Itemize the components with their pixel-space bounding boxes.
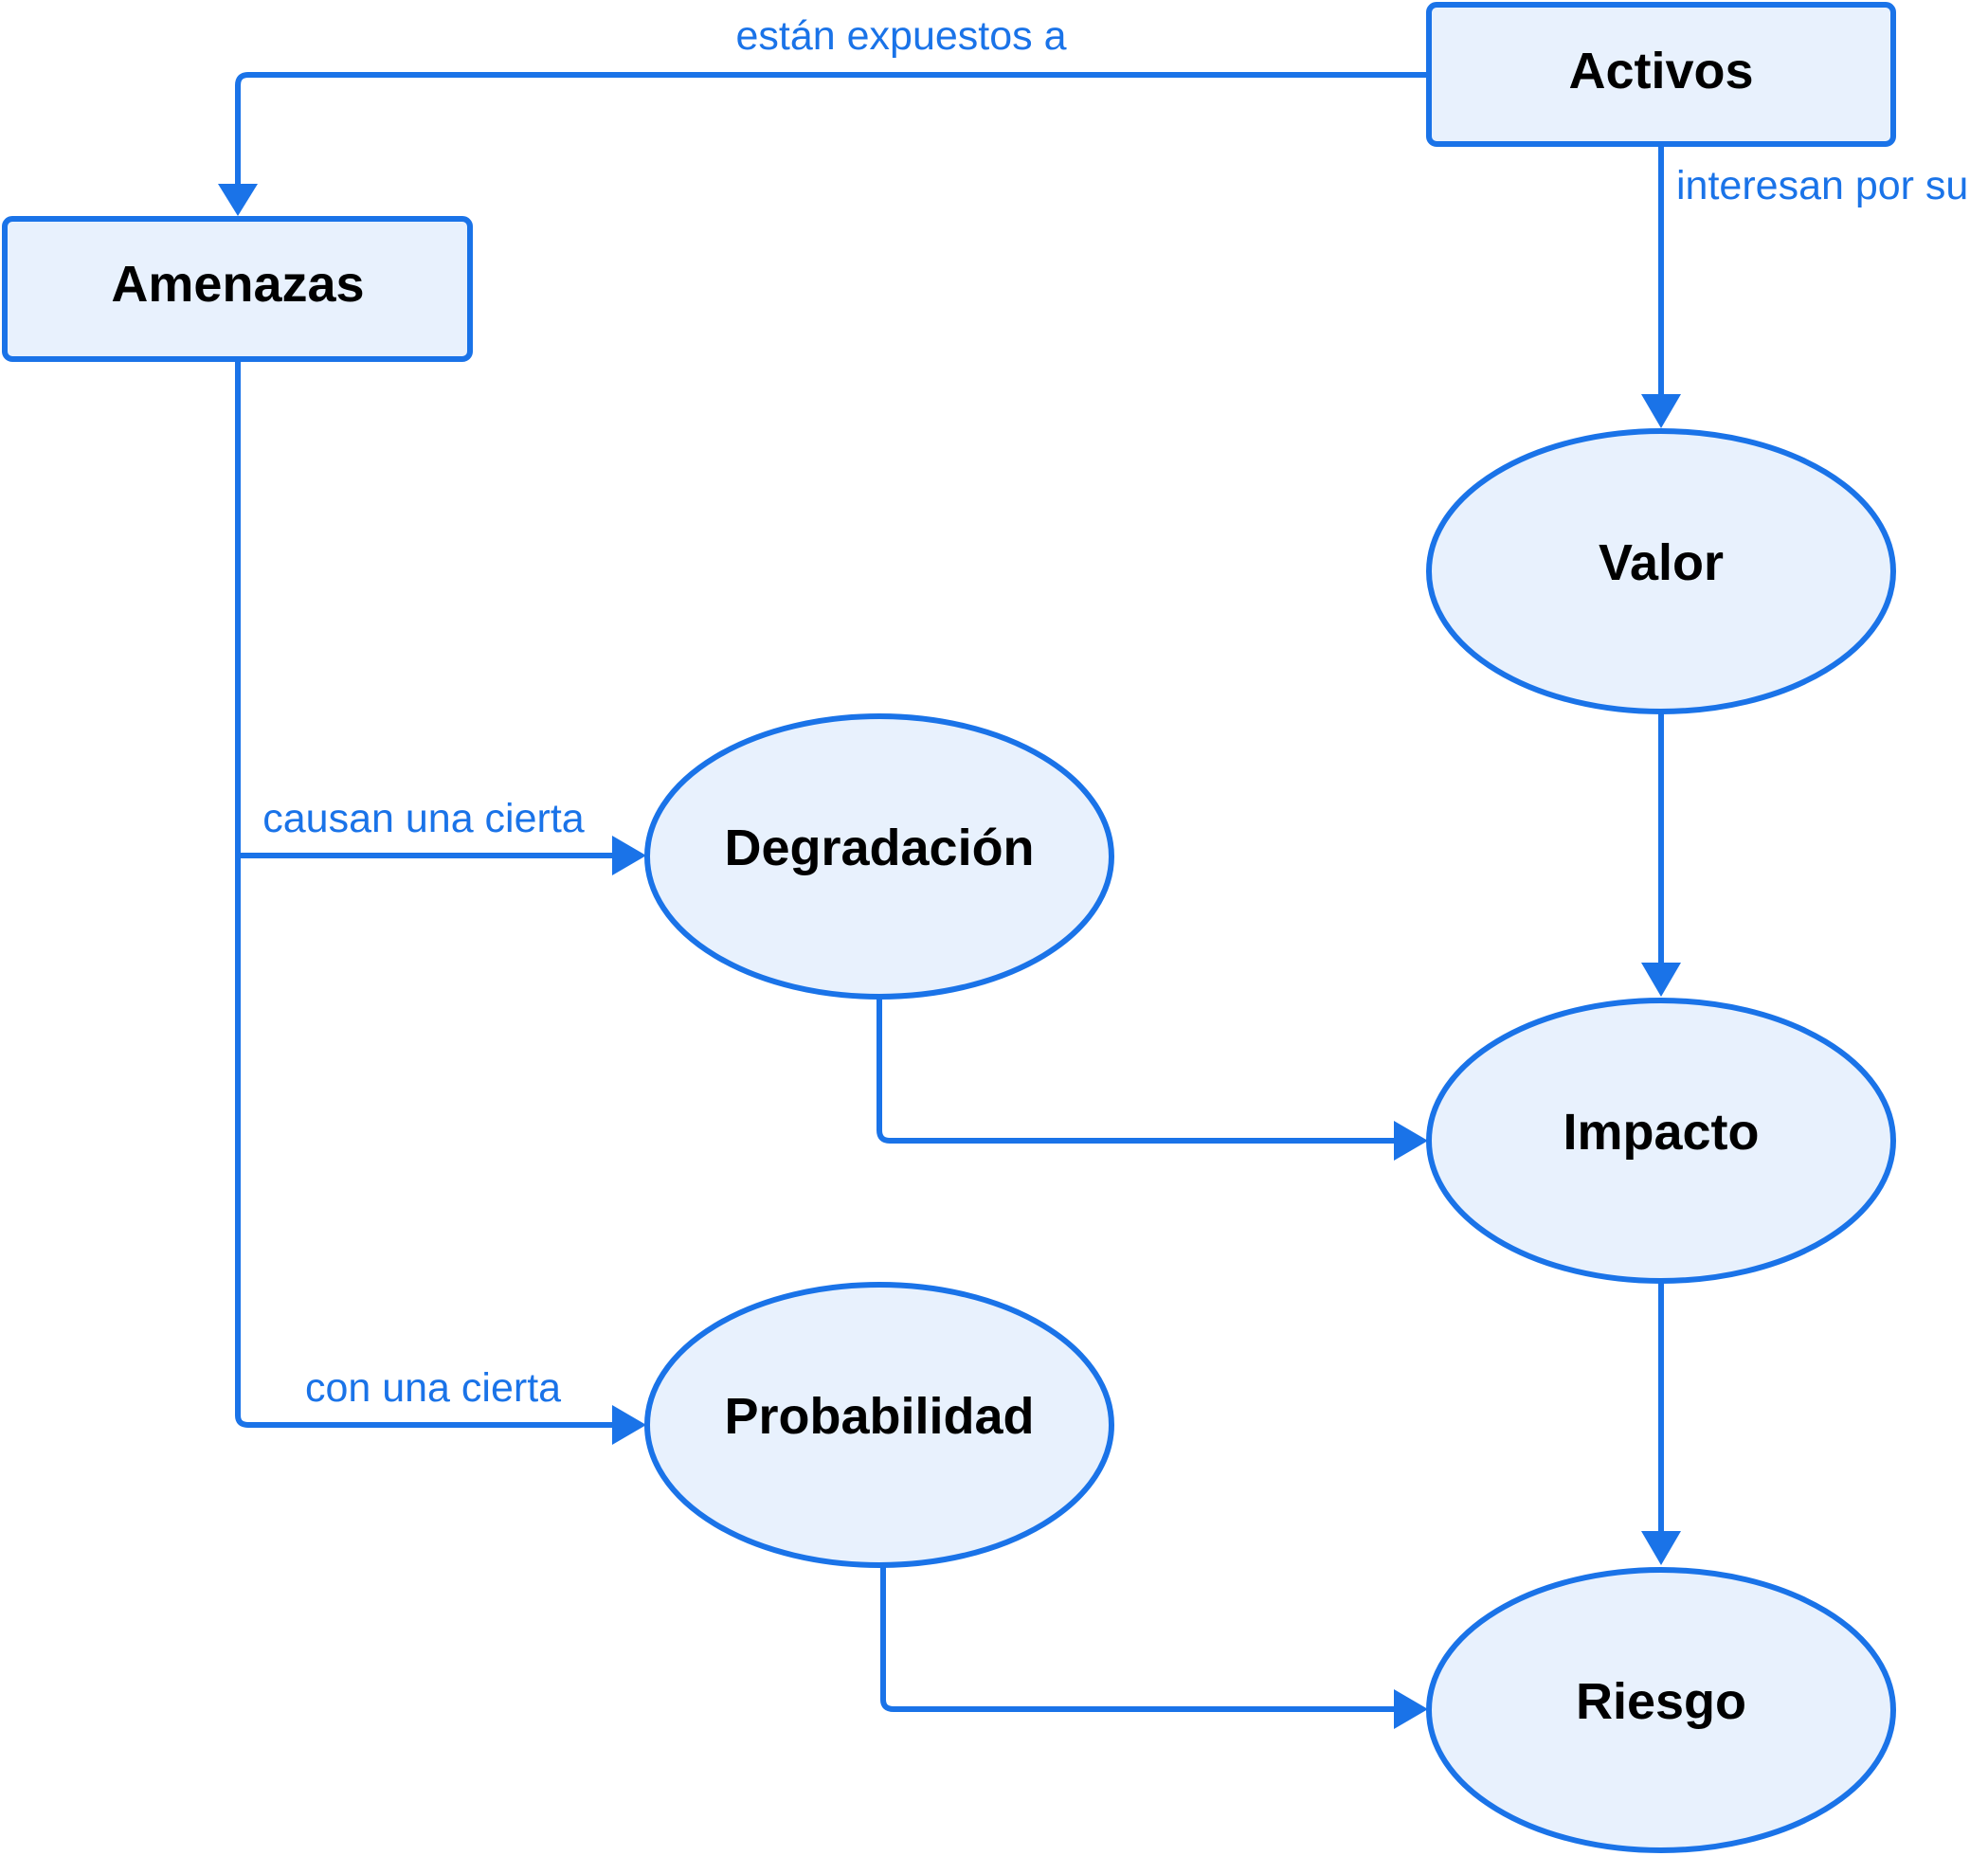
node-riesgo: Riesgo	[1426, 1567, 1896, 1853]
node-probabilidad: Probabilidad	[644, 1282, 1114, 1568]
node-amenazas: Amenazas	[2, 216, 473, 362]
node-valor: Valor	[1426, 428, 1896, 714]
edge-probabilidad-riesgo	[880, 1563, 1428, 1729]
edge-activos-amenazas	[218, 72, 1432, 216]
node-probabilidad-label: Probabilidad	[724, 1388, 1034, 1445]
node-activos: Activos	[1426, 2, 1896, 147]
edge-impacto-riesgo	[1641, 1279, 1681, 1565]
edge-amenazas-probabilidad	[235, 853, 646, 1445]
edge-activos-valor	[1641, 141, 1681, 428]
node-impacto-label: Impacto	[1563, 1104, 1759, 1161]
node-amenazas-label: Amenazas	[111, 256, 364, 313]
edge-valor-impacto	[1641, 711, 1681, 997]
edge-label-causan-una-cierta: causan una cierta	[262, 796, 585, 841]
node-degradacion-label: Degradación	[724, 820, 1034, 876]
node-activos-label: Activos	[1568, 43, 1753, 99]
edge-label-estan-expuestos-a: están expuestos a	[735, 13, 1066, 59]
node-degradacion: Degradación	[644, 713, 1114, 1000]
node-impacto: Impacto	[1426, 998, 1896, 1284]
edge-label-interesan-por-su: interesan por su	[1676, 163, 1968, 208]
edge-label-con-una-cierta: con una cierta	[305, 1365, 561, 1411]
node-riesgo-label: Riesgo	[1576, 1673, 1746, 1730]
edge-degradacion-impacto	[877, 995, 1428, 1161]
node-valor-label: Valor	[1599, 534, 1724, 591]
